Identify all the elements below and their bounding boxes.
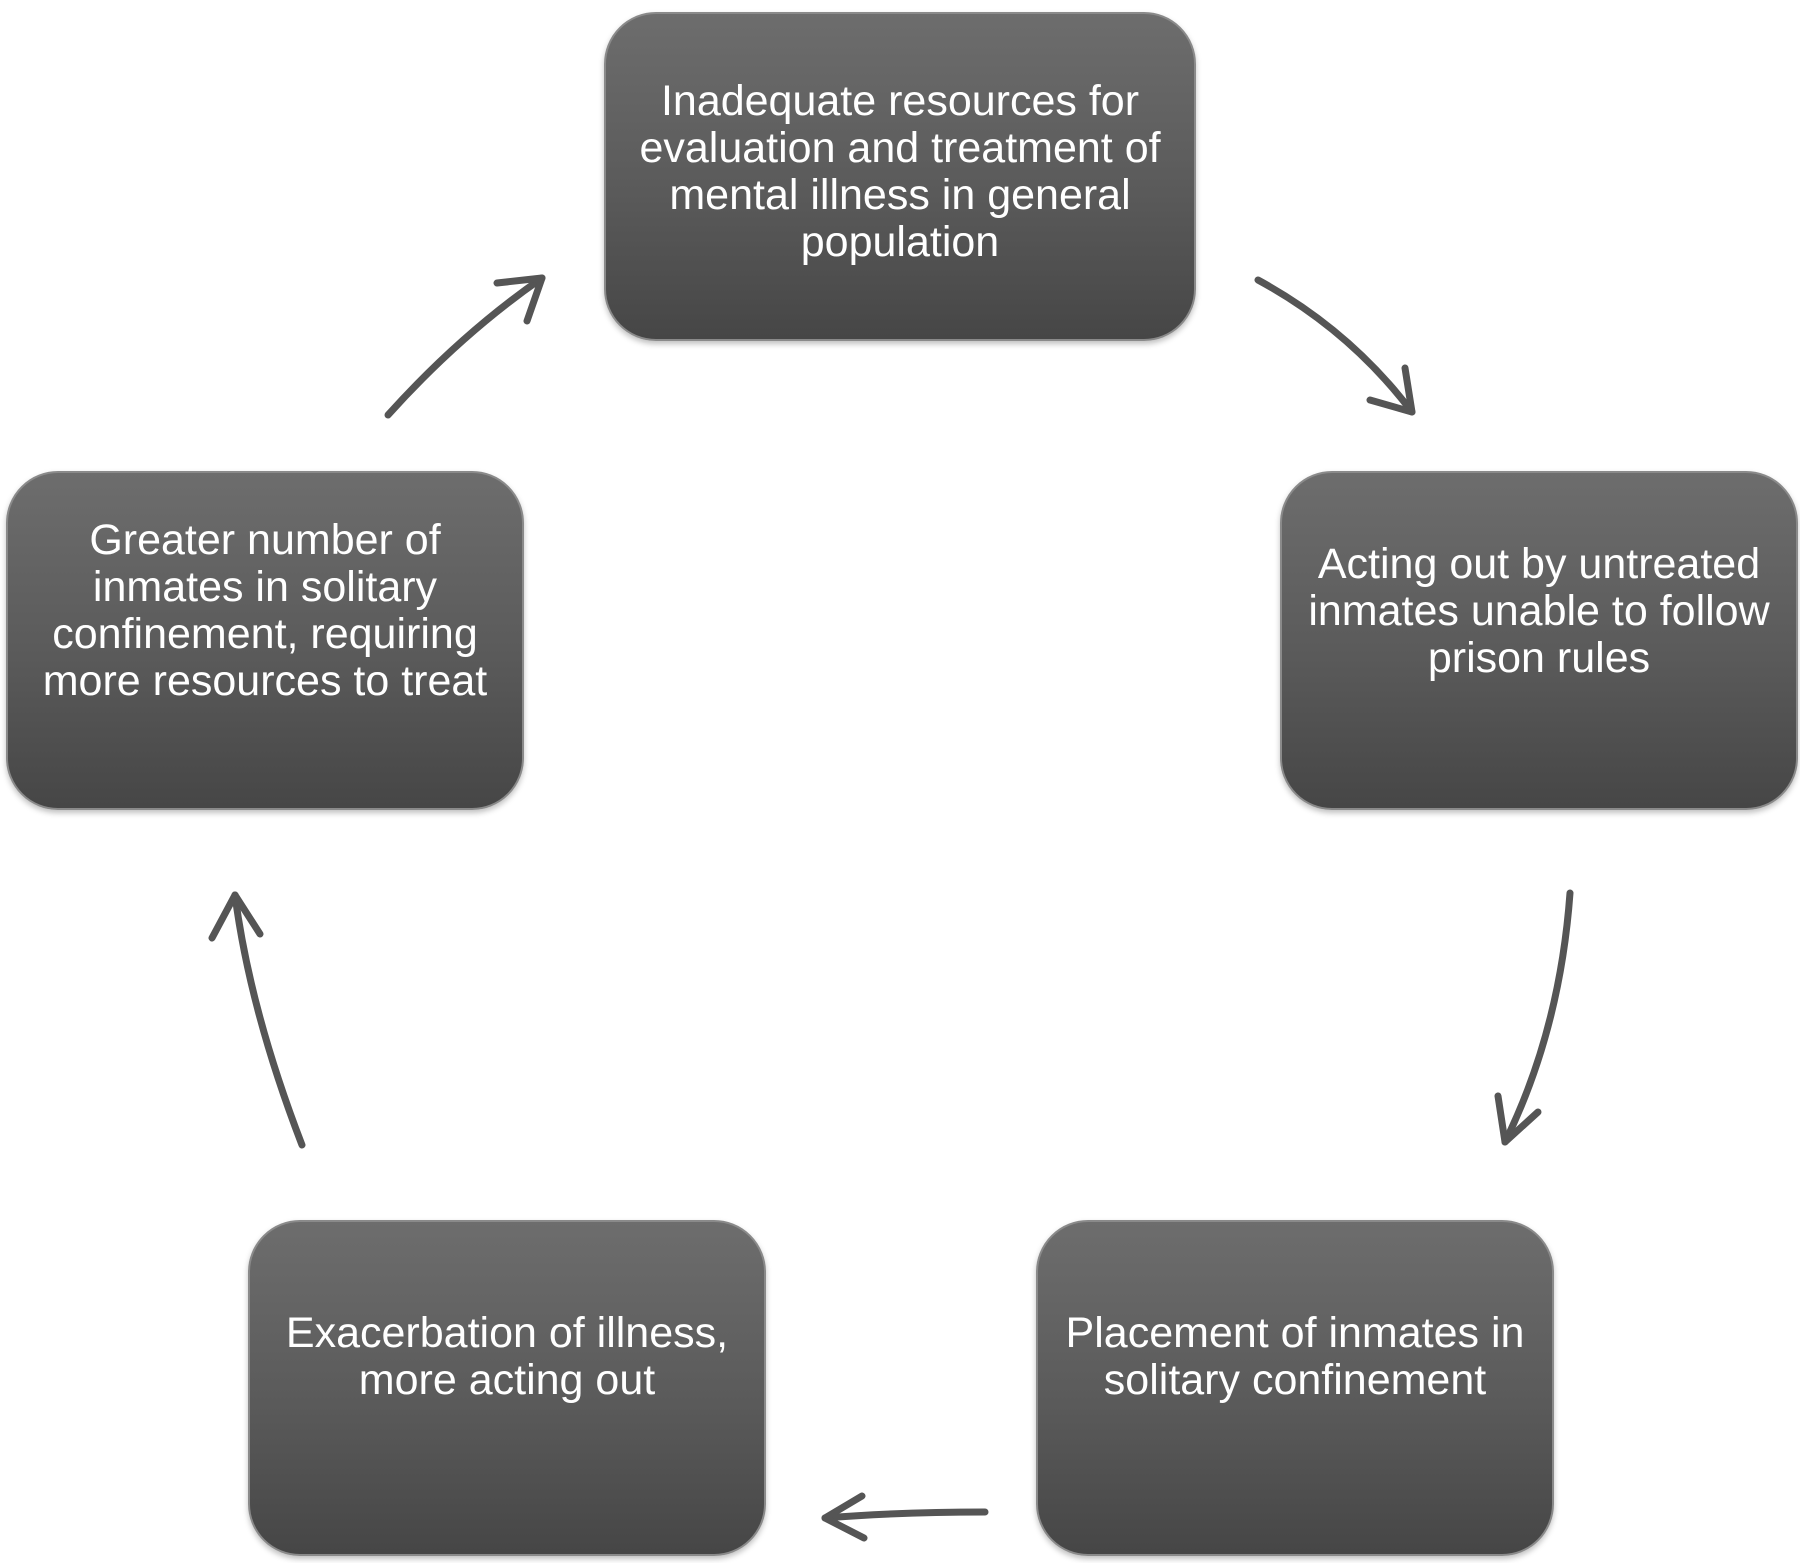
node-label: Placement of inmates in solitary confine… [1065, 1309, 1525, 1404]
node-acting-out: Acting out by untreated inmates unable t… [1280, 471, 1798, 810]
arrow-n3-to-n4 [821, 1492, 989, 1542]
arrow-n4-to-n5 [208, 891, 306, 1149]
arrow-n1-to-n2 [1254, 276, 1416, 416]
node-label: Exacerbation of illness, more acting out [285, 1309, 729, 1404]
arrow-n5-to-n1 [384, 274, 546, 419]
node-label: Inadequate resources for evaluation and … [639, 77, 1161, 266]
node-exacerbation: Exacerbation of illness, more acting out [248, 1220, 766, 1556]
node-inadequate-resources: Inadequate resources for evaluation and … [604, 12, 1196, 341]
node-solitary-placement: Placement of inmates in solitary confine… [1036, 1220, 1554, 1556]
node-greater-number: Greater number of inmates in solitary co… [6, 471, 524, 810]
node-label: Greater number of inmates in solitary co… [42, 516, 488, 705]
node-label: Acting out by untreated inmates unable t… [1308, 540, 1770, 682]
arrow-n2-to-n3 [1494, 889, 1574, 1146]
